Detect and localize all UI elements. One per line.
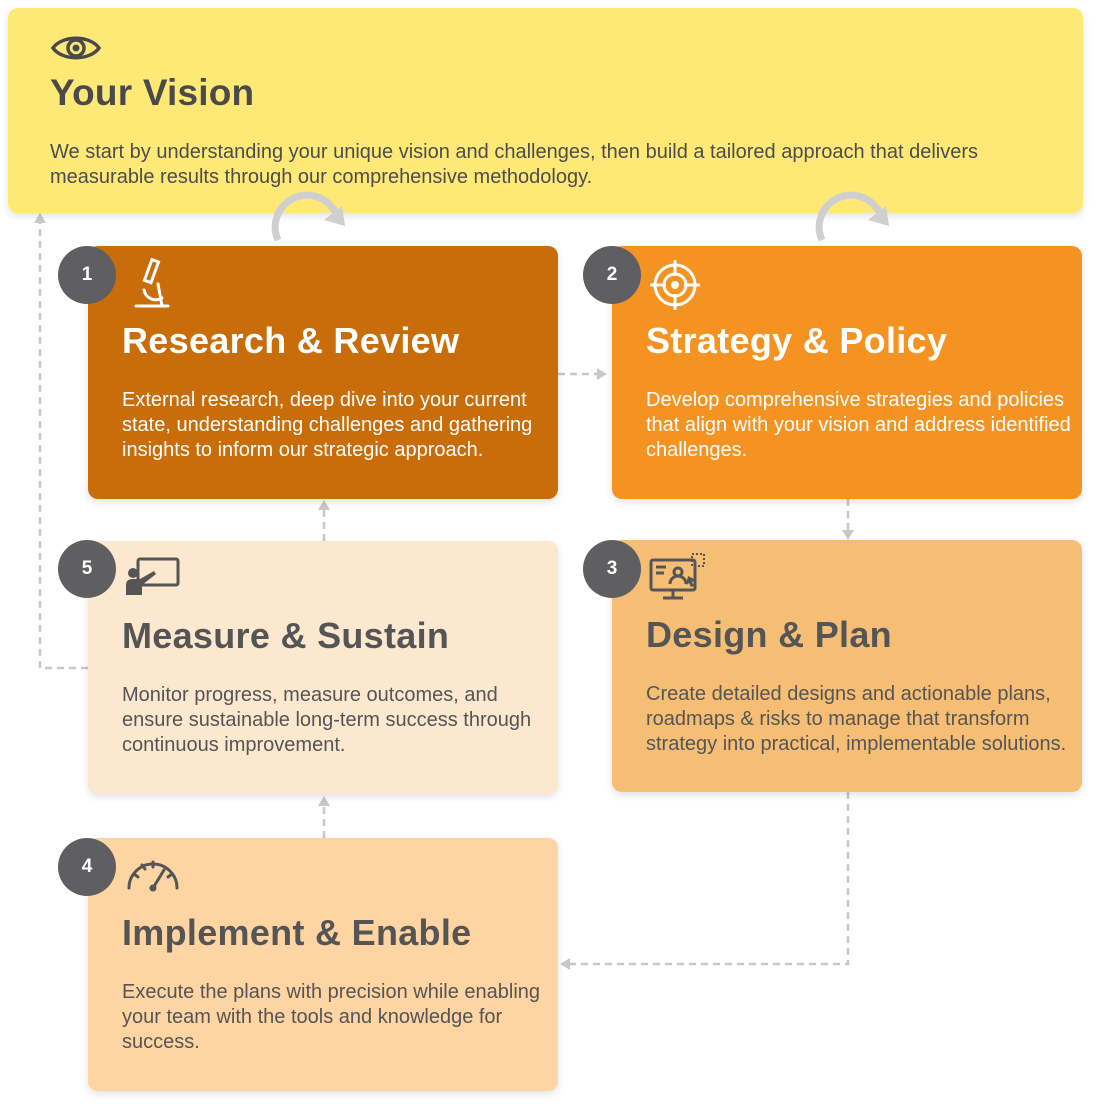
arrowhead-1-to-2 — [597, 368, 607, 380]
vision-title: Your Vision — [50, 72, 255, 113]
step-title: Design & Plan — [646, 614, 892, 655]
step-description: Develop comprehensive strategies and pol… — [646, 389, 1071, 461]
step-card-strategy-policy: Strategy & Policy Develop comprehensive … — [612, 246, 1082, 499]
microscope-icon — [132, 256, 172, 317]
step-card-research-review: Research & Review External research, dee… — [88, 246, 558, 499]
step-title: Strategy & Policy — [646, 320, 948, 361]
vision-text: We start by understanding your unique vi… — [50, 141, 978, 188]
step-card-implement-enable: Implement & Enable Execute the plans wit… — [88, 838, 558, 1091]
step-number-badge: 2 — [583, 246, 641, 304]
step-number-badge: 4 — [58, 838, 116, 896]
step-title: Measure & Sustain — [122, 615, 450, 656]
eye-icon — [50, 32, 102, 69]
connector-3-to-4 — [570, 792, 850, 966]
step-description: Monitor progress, measure outcomes, and … — [122, 684, 532, 756]
arrowhead-4-to-5 — [318, 796, 330, 806]
step-description: Execute the plans with precision while e… — [122, 981, 541, 1053]
arrowhead-2-to-3 — [842, 530, 854, 540]
arrowhead-5-to-vision — [34, 213, 46, 223]
step-number-badge: 5 — [58, 540, 116, 598]
target-icon — [648, 258, 702, 317]
step-card-measure-sustain: Measure & Sustain Monitor progress, meas… — [88, 541, 558, 794]
step-description: Create detailed designs and actionable p… — [646, 683, 1067, 755]
speedometer-icon — [124, 850, 182, 899]
design-monitor-icon — [648, 552, 708, 607]
step-number-badge: 1 — [58, 246, 116, 304]
step-card-design-plan: Design & Plan Create detailed designs an… — [612, 540, 1082, 792]
vision-card: Your Vision We start by understanding yo… — [8, 8, 1083, 213]
arrowhead-3-to-4 — [560, 958, 570, 970]
step-number-badge: 3 — [583, 540, 641, 598]
presentation-icon — [124, 553, 182, 602]
connector-5-to-vision — [38, 222, 88, 670]
step-title: Implement & Enable — [122, 912, 472, 953]
step-title: Research & Review — [122, 320, 460, 361]
step-description: External research, deep dive into your c… — [122, 389, 533, 461]
arrowhead-5-to-1 — [318, 500, 330, 510]
